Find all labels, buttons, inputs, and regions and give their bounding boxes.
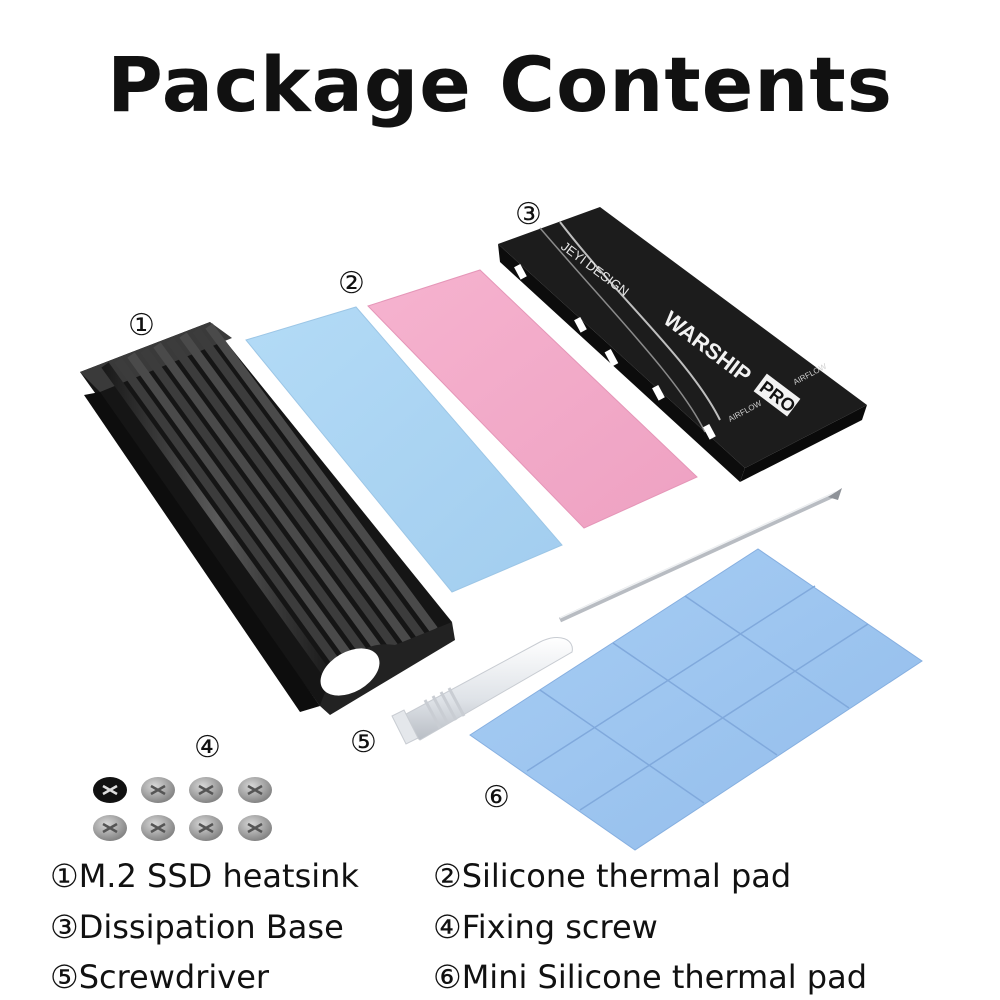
screw	[238, 815, 272, 841]
legend-item-mini-thermal-pad: ⑥Mini Silicone thermal pad	[433, 958, 868, 996]
silicone-thermal-pad	[245, 306, 563, 593]
pink-thermal-pad	[367, 269, 698, 529]
screw	[93, 777, 127, 803]
base-model-badge-bg	[753, 373, 801, 417]
marker-4: ④	[194, 730, 221, 765]
screwdriver	[391, 488, 842, 745]
screw	[141, 815, 175, 841]
heatsink-fins	[101, 323, 438, 681]
marker-1: ①	[128, 308, 155, 343]
legend-item-screwdriver: ⑤Screwdriver	[50, 958, 270, 996]
screw	[189, 815, 223, 841]
marker-6: ⑥	[483, 780, 510, 815]
mini-silicone-thermal-pad	[469, 548, 923, 851]
marker-2: ②	[338, 266, 365, 301]
legend-item-thermal-pad: ②Silicone thermal pad	[433, 857, 792, 895]
legend-item-fixing-screw: ④Fixing screw	[433, 908, 658, 946]
screw	[141, 777, 175, 803]
dissipation-base: JEYI DESIGN WARSHIP PRO AIRFLOW AIRFLOW	[498, 207, 867, 482]
screw	[189, 777, 223, 803]
marker-3: ③	[515, 197, 542, 232]
legend-item-heatsink: ①M.2 SSD heatsink	[50, 857, 359, 895]
page-title: Package Contents	[107, 40, 893, 129]
screw	[93, 815, 127, 841]
legend-item-dissipation-base: ③Dissipation Base	[50, 908, 344, 946]
marker-5: ⑤	[350, 725, 377, 760]
screw	[238, 777, 272, 803]
heatsink	[80, 322, 455, 715]
fixing-screws	[93, 777, 272, 841]
contents-legend: ①M.2 SSD heatsink ②Silicone thermal pad …	[0, 855, 1000, 1000]
